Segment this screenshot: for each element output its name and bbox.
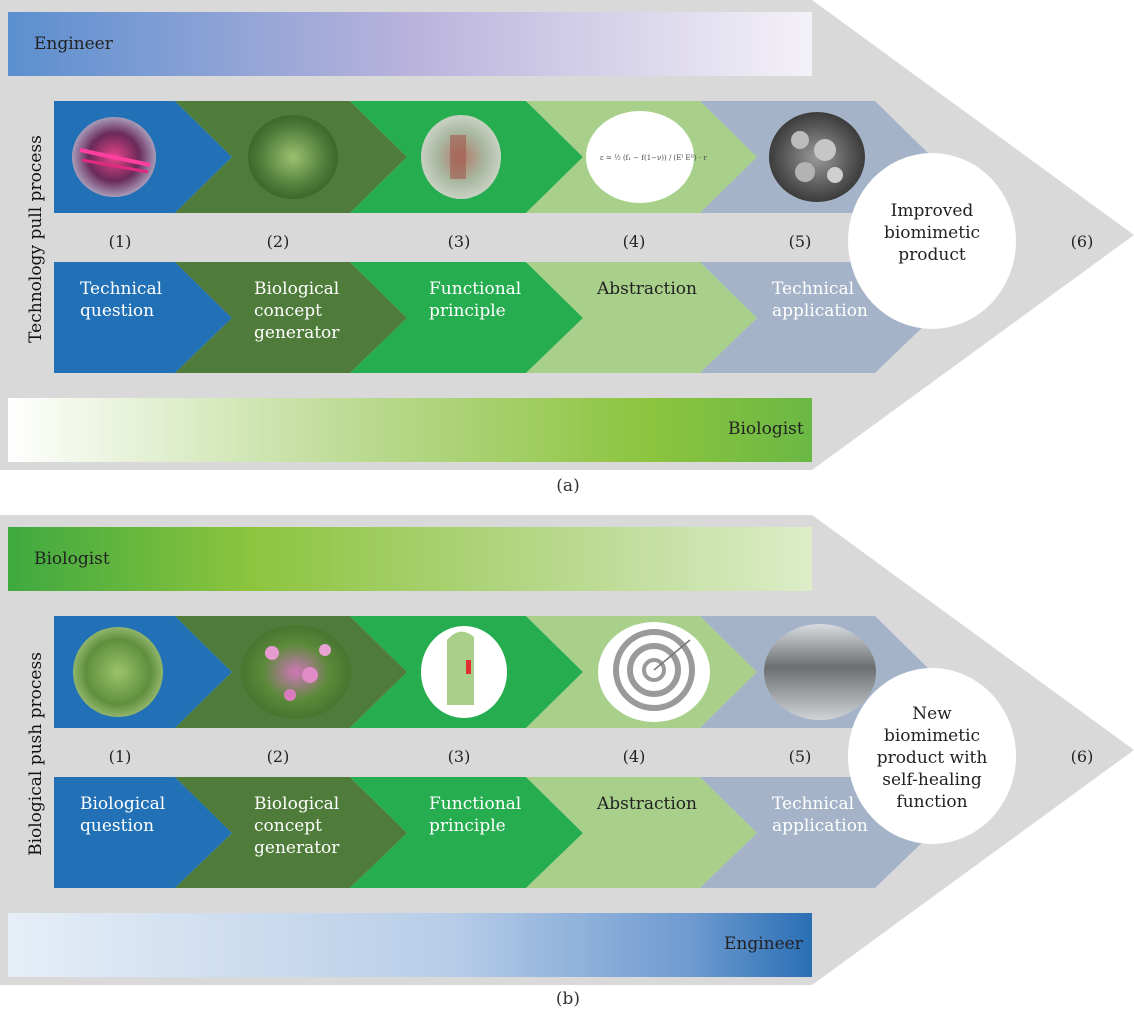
step-4-number: (4) xyxy=(622,232,646,251)
step-1-image xyxy=(73,627,163,717)
step-4-chevron xyxy=(526,262,757,373)
step-5-number: (5) xyxy=(788,232,812,251)
step-1-number: (1) xyxy=(108,747,132,766)
engineer-band xyxy=(8,12,812,76)
bottom-band-label: Engineer xyxy=(724,934,803,954)
step-2-image xyxy=(248,115,338,199)
biologist-band xyxy=(8,527,812,591)
final-product-circle xyxy=(848,668,1016,844)
step-2-image xyxy=(241,625,351,719)
biologist-band xyxy=(8,398,812,462)
step-3-chevron xyxy=(350,262,583,373)
panel-a-caption: (a) xyxy=(556,476,580,496)
panel-b-caption: (b) xyxy=(555,989,581,1009)
panel-a: ε = ½ (f₁ − f(1−ν)) / (Eᴵ Eᴵᴵ) · r Engin… xyxy=(0,0,1134,496)
final-number: (6) xyxy=(1070,747,1094,766)
side-label: Biological push process xyxy=(26,652,46,856)
step-4-number: (4) xyxy=(622,747,646,766)
step-4-image xyxy=(586,111,694,203)
panel-b-graphics xyxy=(0,515,1134,985)
top-band-label: Engineer xyxy=(34,34,113,54)
panel-b: Biologist Engineer Biological push proce… xyxy=(0,515,1134,1009)
step-3-number: (3) xyxy=(447,747,471,766)
step-2-number: (2) xyxy=(266,747,290,766)
side-label: Technology pull process xyxy=(26,135,46,343)
top-band-label: Biologist xyxy=(34,549,110,569)
step-4-chevron xyxy=(526,777,757,888)
step-1-chevron xyxy=(54,777,232,888)
step-2-number: (2) xyxy=(266,232,290,251)
step-2-chevron xyxy=(175,777,407,888)
step-3-number: (3) xyxy=(447,232,471,251)
svg-text:ε = ½ (f₁ − f(1−ν)) / (Eᴵ Eᴵᴵ): ε = ½ (f₁ − f(1−ν)) / (Eᴵ Eᴵᴵ) · r xyxy=(600,154,707,162)
step-1-number: (1) xyxy=(108,232,132,251)
step-1-chevron xyxy=(54,262,232,373)
final-number: (6) xyxy=(1070,232,1094,251)
step-4-label: Abstraction xyxy=(597,794,697,814)
engineer-band xyxy=(8,913,812,977)
step-5-image xyxy=(764,624,876,720)
step-5-number: (5) xyxy=(788,747,812,766)
step-3-chevron xyxy=(350,777,583,888)
panel-a-graphics: ε = ½ (f₁ − f(1−ν)) / (Eᴵ Eᴵᴵ) · r xyxy=(0,0,1134,470)
step-4-label: Abstraction xyxy=(597,279,697,299)
step-2-chevron xyxy=(175,262,407,373)
final-product-circle xyxy=(848,153,1016,329)
bottom-band-label: Biologist xyxy=(728,419,804,439)
